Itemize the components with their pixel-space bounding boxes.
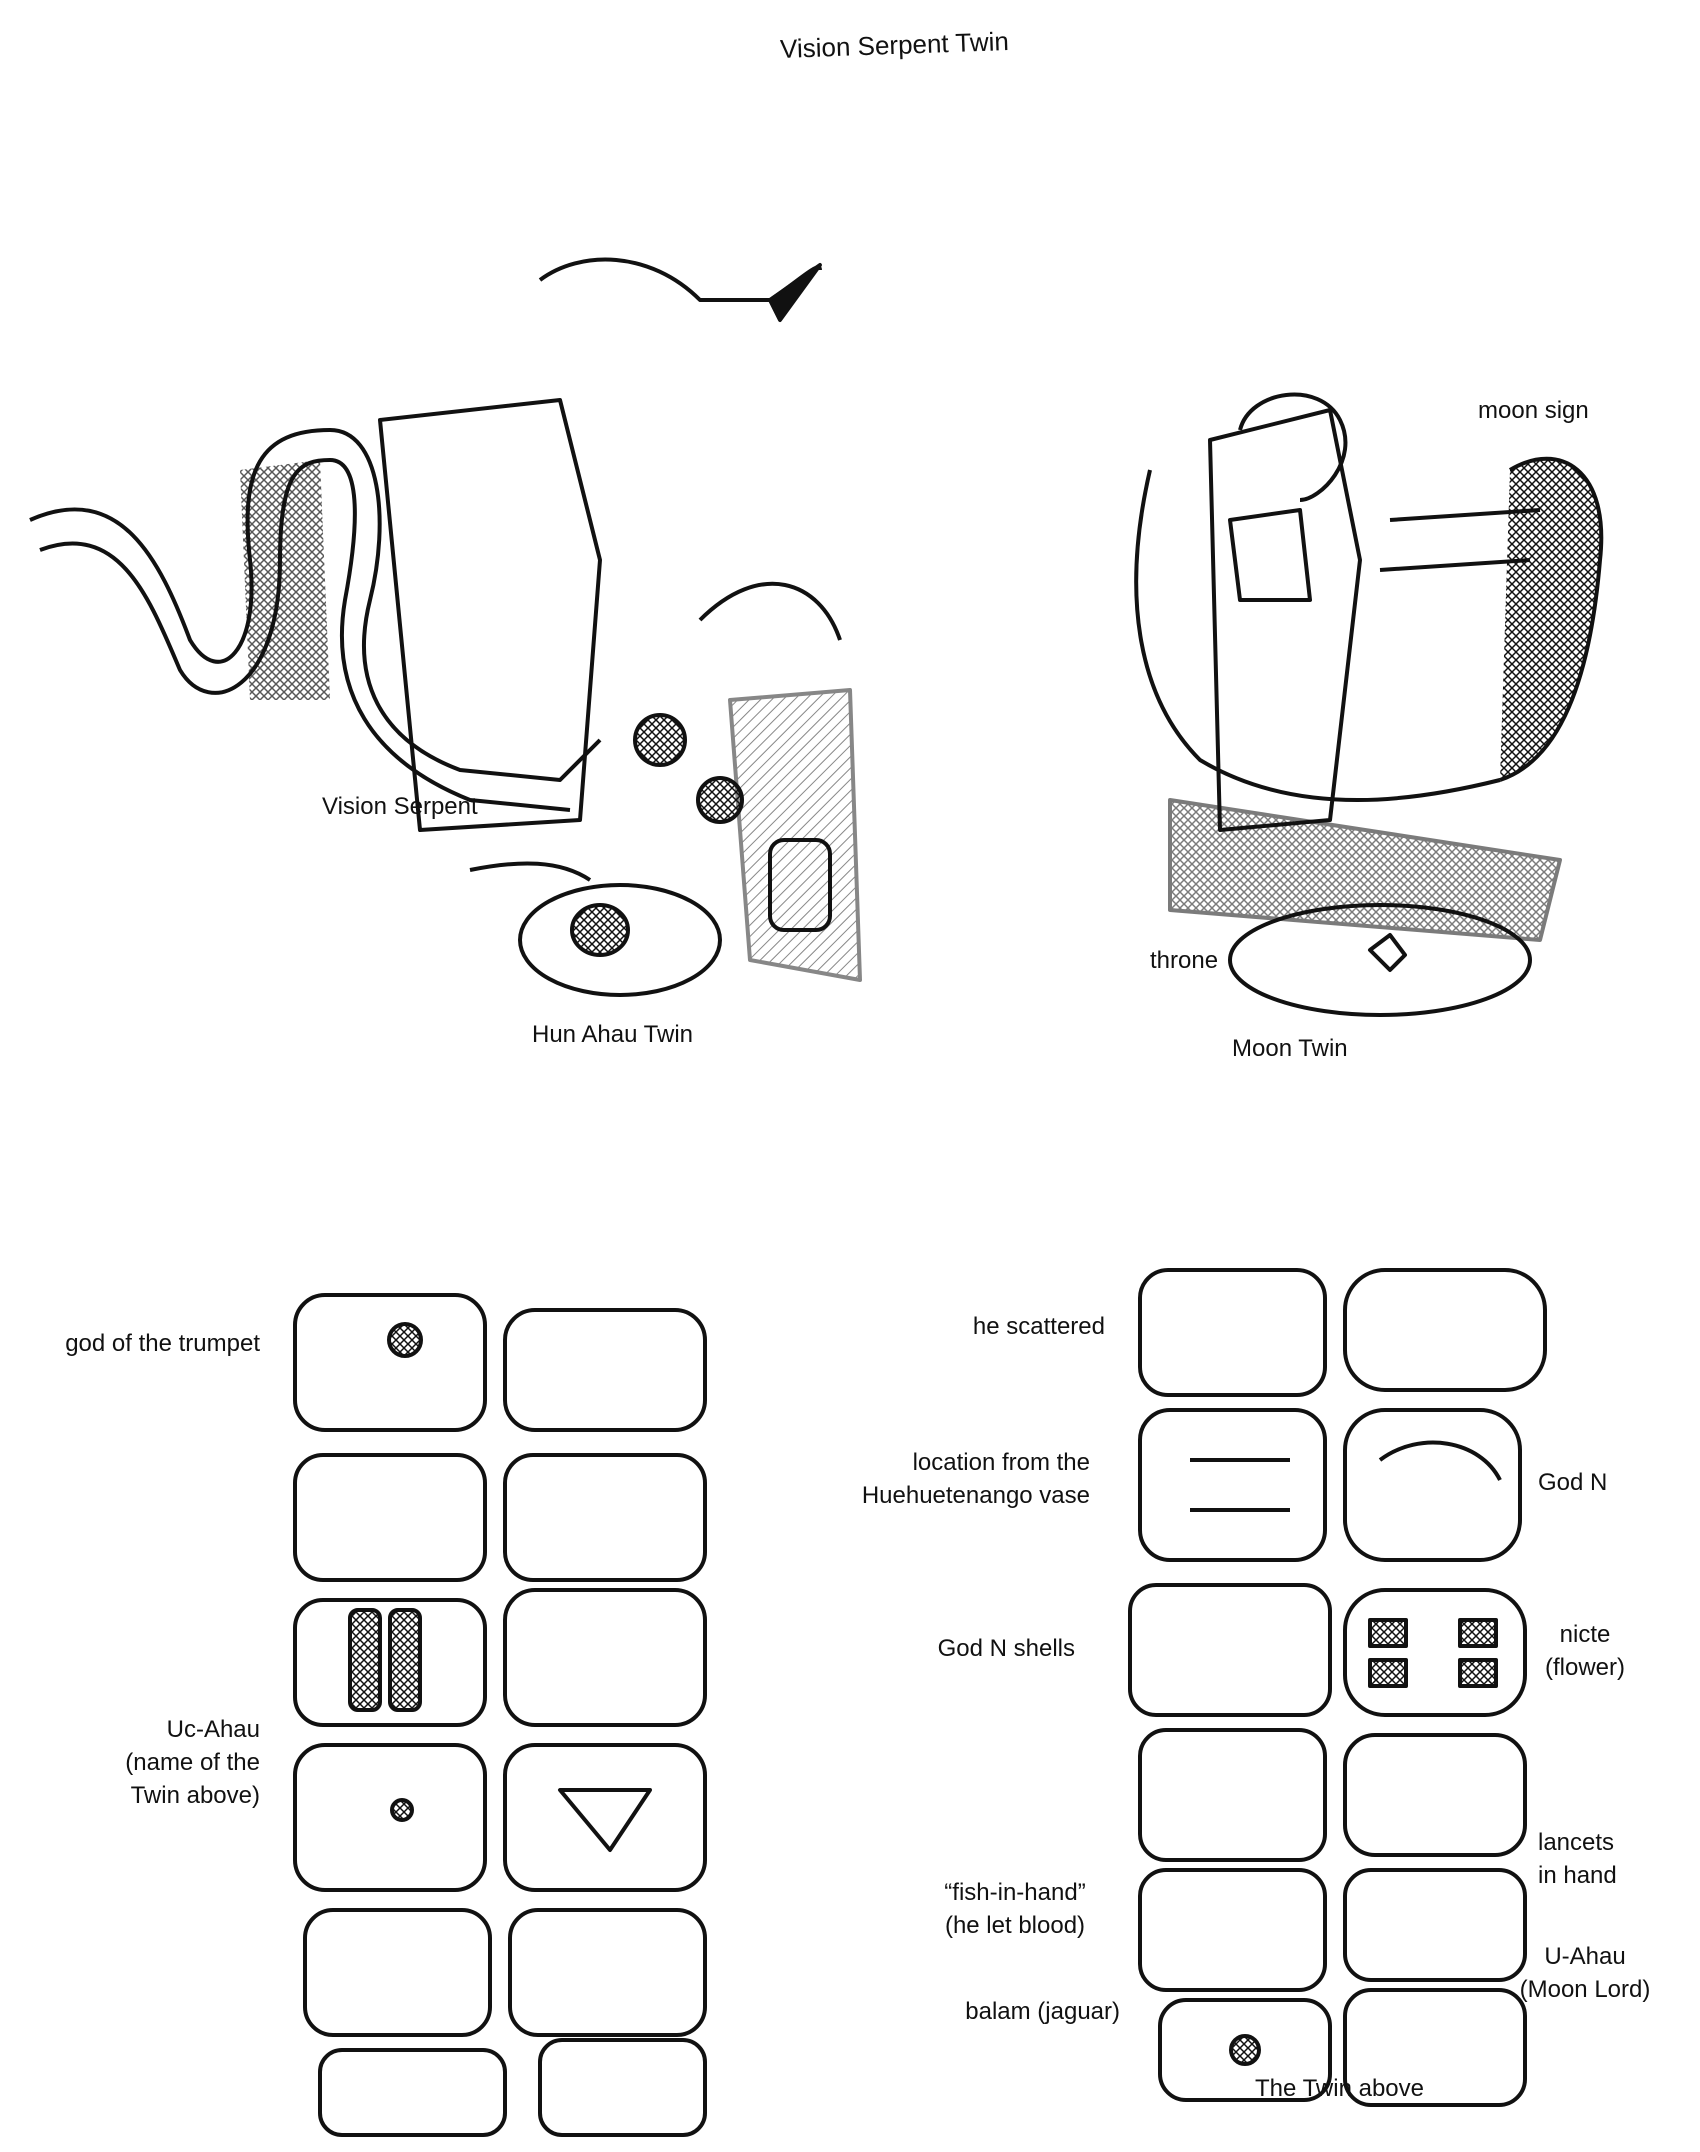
label-god-of-the-trumpet: god of the trumpet — [65, 1330, 260, 1357]
label-throne: throne — [1150, 947, 1219, 974]
label-twin-above: The Twin above — [1255, 2075, 1424, 2102]
label-uc-ahau: Uc-Ahau (name of the Twin above) — [125, 1716, 260, 1809]
vision-serpent-drawing — [29, 257, 862, 997]
label-vision-serpent: Vision Serpent — [322, 793, 478, 820]
label-god-n-shells: God N shells — [937, 1635, 1075, 1662]
label-location: location from the Huehuetenango vase — [861, 1449, 1090, 1509]
label-god-n: God N — [1538, 1469, 1608, 1496]
label-he-scattered: he scattered — [972, 1313, 1105, 1340]
label-fish-in-hand: “fish-in-hand” (he let blood) — [944, 1879, 1086, 1939]
label-moon-sign: moon sign — [1478, 397, 1589, 424]
label-hun-ahau-twin: Hun Ahau Twin — [532, 1021, 694, 1048]
label-moon-twin: Moon Twin — [1232, 1035, 1348, 1062]
left-glyph-block — [293, 1293, 707, 2137]
label-u-ahau: U-Ahau (Moon Lord) — [1519, 1943, 1651, 2003]
label-lancets: lancets in hand — [1538, 1829, 1617, 1889]
label-balam: balam (jaguar) — [965, 1998, 1120, 2025]
moon-twin-drawing — [1134, 392, 1604, 1017]
label-nicte: nicte (flower) — [1544, 1621, 1625, 1681]
right-glyph-block — [1128, 1268, 1547, 2107]
